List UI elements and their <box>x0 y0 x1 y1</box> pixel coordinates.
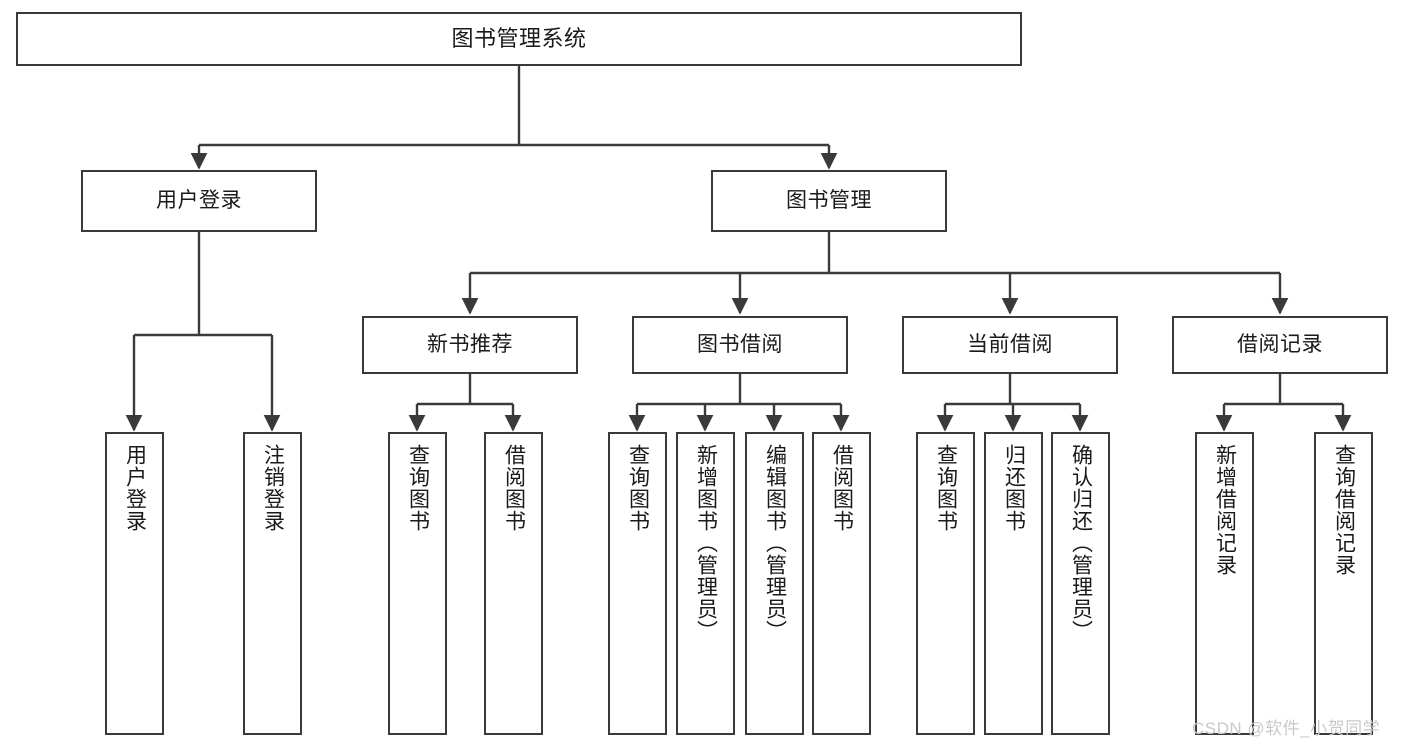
node-current-borrow[interactable]: 当前借阅 <box>902 316 1118 374</box>
node-borrow-record-label: 借阅记录 <box>1237 333 1323 357</box>
node-book-borrow-label: 图书借阅 <box>697 333 783 357</box>
leaf-edit-book-label: 编辑图书（管理员） <box>763 444 787 642</box>
leaf-query-record[interactable]: 查询借阅记录 <box>1314 432 1373 735</box>
leaf-user-logout-label: 注销登录 <box>261 444 285 532</box>
node-book-borrow[interactable]: 图书借阅 <box>632 316 848 374</box>
leaf-query-record-label: 查询借阅记录 <box>1332 444 1356 576</box>
node-user-login-label: 用户登录 <box>156 189 242 213</box>
node-new-book-recommend-label: 新书推荐 <box>427 333 513 357</box>
leaf-query-book-2-label: 查询图书 <box>626 444 650 532</box>
leaf-query-book-3[interactable]: 查询图书 <box>916 432 975 735</box>
leaf-query-book-3-label: 查询图书 <box>934 444 958 532</box>
leaf-user-login-label: 用户登录 <box>123 444 147 532</box>
leaf-return-book-label: 归还图书 <box>1002 444 1026 532</box>
leaf-confirm-return[interactable]: 确认归还（管理员） <box>1051 432 1110 735</box>
leaf-edit-book[interactable]: 编辑图书（管理员） <box>745 432 804 735</box>
leaf-add-book-label: 新增图书（管理员） <box>694 444 718 642</box>
leaf-borrow-book-1-label: 借阅图书 <box>502 444 526 532</box>
node-root[interactable]: 图书管理系统 <box>16 12 1022 66</box>
leaf-borrow-book-2[interactable]: 借阅图书 <box>812 432 871 735</box>
leaf-confirm-return-label: 确认归还（管理员） <box>1069 444 1093 642</box>
leaf-query-book-1[interactable]: 查询图书 <box>388 432 447 735</box>
node-book-management-label: 图书管理 <box>786 189 872 213</box>
leaf-borrow-book-1[interactable]: 借阅图书 <box>484 432 543 735</box>
leaf-add-record[interactable]: 新增借阅记录 <box>1195 432 1254 735</box>
node-user-login[interactable]: 用户登录 <box>81 170 317 232</box>
node-borrow-record[interactable]: 借阅记录 <box>1172 316 1388 374</box>
csdn-watermark: CSDN @软件_小贺同学 <box>1192 719 1381 738</box>
leaf-add-record-label: 新增借阅记录 <box>1213 444 1237 576</box>
leaf-user-logout[interactable]: 注销登录 <box>243 432 302 735</box>
leaf-add-book[interactable]: 新增图书（管理员） <box>676 432 735 735</box>
node-current-borrow-label: 当前借阅 <box>967 333 1053 357</box>
leaf-query-book-2[interactable]: 查询图书 <box>608 432 667 735</box>
leaf-query-book-1-label: 查询图书 <box>406 444 430 532</box>
leaf-user-login[interactable]: 用户登录 <box>105 432 164 735</box>
node-book-management[interactable]: 图书管理 <box>711 170 947 232</box>
node-root-label: 图书管理系统 <box>451 25 587 51</box>
leaf-return-book[interactable]: 归还图书 <box>984 432 1043 735</box>
leaf-borrow-book-2-label: 借阅图书 <box>830 444 854 532</box>
node-new-book-recommend[interactable]: 新书推荐 <box>362 316 578 374</box>
